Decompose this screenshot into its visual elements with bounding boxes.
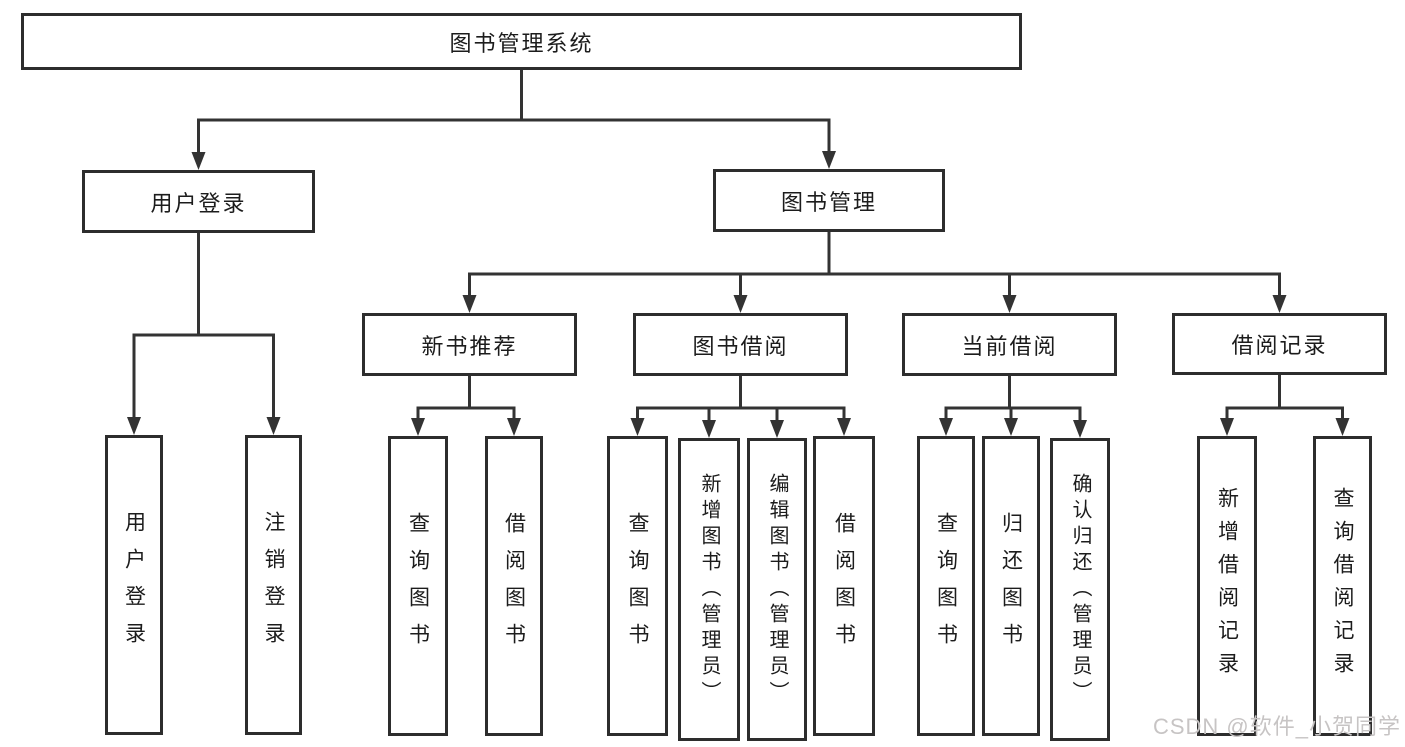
arrowhead-icon — [1335, 418, 1350, 436]
node-label: 当前借阅 — [961, 333, 1058, 359]
node-label: 用户登录 — [150, 190, 247, 216]
diagram-node-leaf-query-book-1: 查询图书 — [388, 436, 448, 736]
arrowhead-icon — [1073, 420, 1087, 438]
diagram-node-new-book-rec: 新书推荐 — [362, 313, 577, 376]
diagram-node-current-borrow: 当前借阅 — [902, 313, 1117, 376]
node-label: 借阅记录 — [1231, 333, 1328, 358]
node-label: 编辑图书（管理员） — [766, 472, 788, 707]
node-label: 归还图书 — [999, 512, 1023, 660]
arrowhead-icon — [127, 417, 141, 435]
diagram-node-leaf-borrow-book-1: 借阅图书 — [485, 436, 543, 736]
diagram-node-leaf-add-record: 新增借阅记录 — [1197, 436, 1257, 736]
diagram-node-book-mgmt: 图书管理 — [713, 169, 945, 232]
arrowhead-icon — [411, 418, 425, 436]
node-label: 图书管理系统 — [449, 30, 594, 56]
diagram-node-user-login: 用户登录 — [82, 170, 315, 233]
diagram-node-leaf-edit-book: 编辑图书（管理员） — [747, 438, 807, 741]
diagram-node-leaf-add-book: 新增图书（管理员） — [678, 438, 740, 741]
node-label: 图书管理 — [780, 189, 877, 215]
diagram-node-leaf-borrow-book-2: 借阅图书 — [813, 436, 875, 736]
node-label: 查询借阅记录 — [1331, 487, 1354, 685]
arrowhead-icon — [733, 295, 748, 313]
node-label: 确认归还（管理员） — [1069, 472, 1091, 707]
arrowhead-icon — [507, 418, 521, 436]
diagram-node-leaf-user-login: 用户登录 — [105, 435, 163, 735]
diagram-node-book-borrow: 图书借阅 — [633, 313, 848, 376]
arrowhead-icon — [822, 151, 836, 169]
node-label: 查询图书 — [406, 512, 430, 660]
arrowhead-icon — [1002, 295, 1017, 313]
node-label: 借阅图书 — [502, 512, 526, 660]
node-label: 用户登录 — [122, 511, 146, 659]
diagram-node-leaf-logout: 注销登录 — [245, 435, 302, 735]
arrowhead-icon — [630, 418, 645, 436]
node-label: 注销登录 — [262, 511, 285, 659]
node-label: 新增借阅记录 — [1215, 487, 1239, 685]
arrowhead-icon — [266, 417, 281, 435]
arrowhead-icon — [939, 418, 953, 436]
arrowhead-icon — [837, 418, 851, 436]
diagram-node-leaf-confirm-return: 确认归还（管理员） — [1050, 438, 1110, 741]
diagram-node-borrow-records: 借阅记录 — [1172, 313, 1387, 375]
diagram-node-root: 图书管理系统 — [21, 13, 1022, 70]
node-label: 新书推荐 — [421, 333, 518, 359]
node-label: 新增图书（管理员） — [698, 472, 720, 707]
node-label: 图书借阅 — [692, 333, 789, 359]
csdn-watermark: CSDN @软件_小贺同学 — [1152, 714, 1401, 739]
node-label: 借阅图书 — [832, 512, 856, 660]
arrowhead-icon — [1272, 295, 1287, 313]
diagram-node-leaf-query-book-2: 查询图书 — [607, 436, 668, 736]
diagram-node-leaf-return-book: 归还图书 — [982, 436, 1040, 736]
arrowhead-icon — [702, 420, 716, 438]
arrowhead-icon — [191, 152, 206, 170]
diagram-node-leaf-query-record: 查询借阅记录 — [1313, 436, 1372, 736]
arrowhead-icon — [1220, 418, 1234, 436]
node-label: 查询图书 — [626, 512, 649, 660]
arrowhead-icon — [462, 295, 477, 313]
arrowhead-icon — [1004, 418, 1018, 436]
diagram-node-leaf-query-book-3: 查询图书 — [917, 436, 975, 736]
node-label: 查询图书 — [934, 512, 958, 660]
arrowhead-icon — [770, 420, 784, 438]
